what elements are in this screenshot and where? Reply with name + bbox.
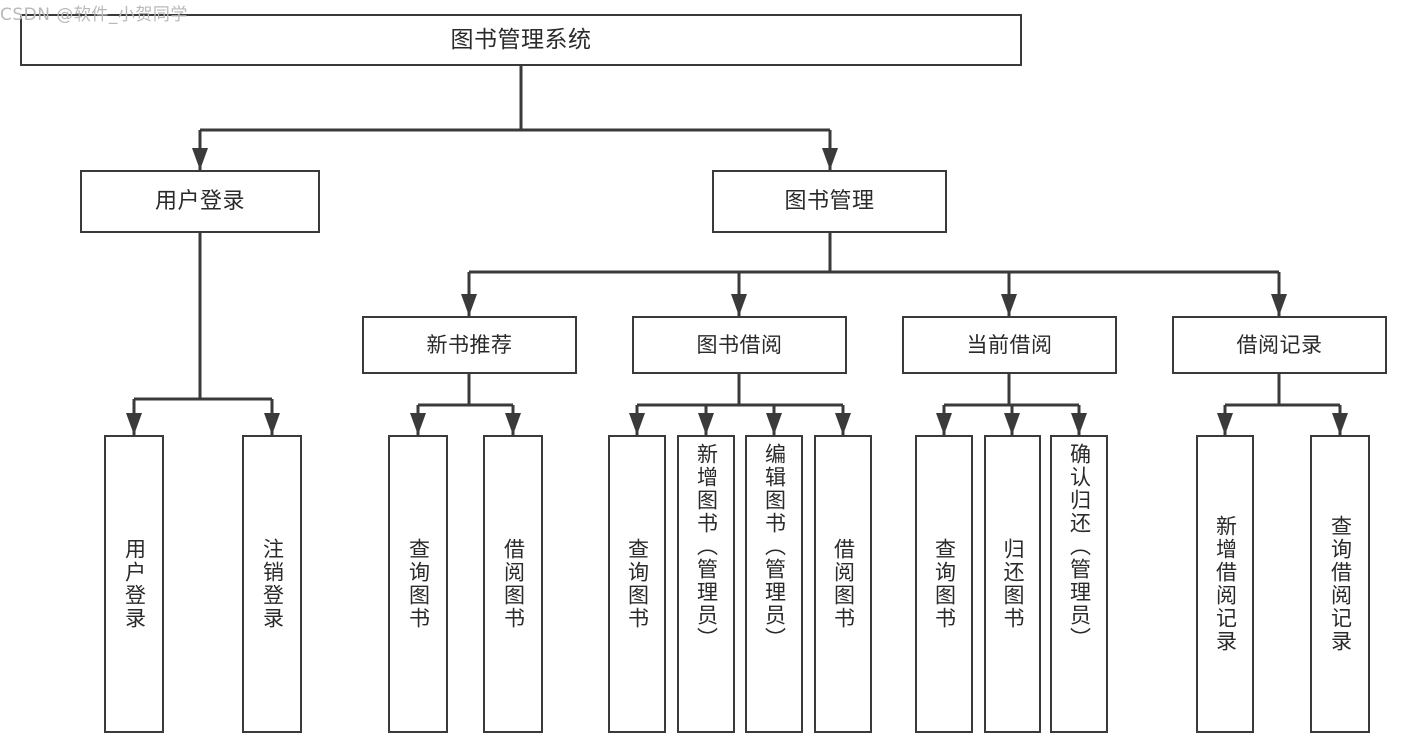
node-leaf-query-book-1[interactable]: 查询图书 <box>388 435 448 733</box>
node-label: 当前借阅 <box>966 332 1053 357</box>
node-label: 图书管理 <box>784 188 875 214</box>
node-label: 查询借阅记录 <box>1328 515 1353 653</box>
node-leaf-user-login[interactable]: 用户登录 <box>104 435 164 733</box>
node-label: 借阅图书 <box>831 538 856 630</box>
node-user-login[interactable]: 用户登录 <box>80 170 320 233</box>
node-book-borrow[interactable]: 图书借阅 <box>632 316 847 374</box>
node-leaf-edit-book-admin[interactable]: 编辑图书（管理员） <box>745 435 803 733</box>
arrow-head-book-manage-to-level2-0 <box>461 294 477 316</box>
node-leaf-user-logout[interactable]: 注销登录 <box>242 435 302 733</box>
node-leaf-borrow-book-2[interactable]: 借阅图书 <box>814 435 872 733</box>
node-label: 新增图书（管理员） <box>694 443 719 650</box>
node-label: 用户登录 <box>154 188 245 214</box>
node-label: 查询图书 <box>625 538 650 630</box>
node-book-manage[interactable]: 图书管理 <box>712 170 947 233</box>
node-root[interactable]: 图书管理系统 <box>20 14 1022 66</box>
arrow-head-borrow-to-leaves-0 <box>629 413 645 435</box>
arrow-head-book-manage-to-level2-2 <box>1001 294 1017 316</box>
arrow-head-borrow-to-leaves-1 <box>698 413 714 435</box>
node-label: 借阅图书 <box>501 538 526 630</box>
node-leaf-query-book-2[interactable]: 查询图书 <box>608 435 666 733</box>
node-leaf-borrow-book-1[interactable]: 借阅图书 <box>483 435 543 733</box>
arrow-head-borrow-to-leaves-2 <box>766 413 782 435</box>
arrow-head-book-manage-to-level2-1 <box>731 294 747 316</box>
node-label: 借阅记录 <box>1236 332 1323 357</box>
node-leaf-query-borrow-record[interactable]: 查询借阅记录 <box>1310 435 1370 733</box>
arrow-head-current-to-leaves-2 <box>1071 413 1087 435</box>
node-label: 图书借阅 <box>696 332 783 357</box>
arrow-head-recommend-to-leaves-1 <box>505 413 521 435</box>
node-label: 编辑图书（管理员） <box>762 443 787 650</box>
node-leaf-add-book-admin[interactable]: 新增图书（管理员） <box>677 435 735 733</box>
arrow-head-recommend-to-leaves-0 <box>410 413 426 435</box>
node-leaf-return-book[interactable]: 归还图书 <box>984 435 1041 733</box>
arrow-head-book-manage-to-level2-3 <box>1271 294 1287 316</box>
node-leaf-confirm-return-admin[interactable]: 确认归还（管理员） <box>1050 435 1108 733</box>
node-label: 查询图书 <box>406 538 431 630</box>
arrow-head-user-login-to-leaves-1 <box>264 413 280 435</box>
arrow-head-user-login-to-leaves-0 <box>126 413 142 435</box>
node-label: 注销登录 <box>260 538 285 630</box>
node-borrow-record[interactable]: 借阅记录 <box>1172 316 1387 374</box>
arrow-head-current-to-leaves-1 <box>1004 413 1020 435</box>
arrow-head-root-to-level1-1 <box>822 148 838 170</box>
node-label: 确认归还（管理员） <box>1067 443 1092 650</box>
node-label: 新书推荐 <box>426 332 513 357</box>
node-label: 用户登录 <box>122 538 147 630</box>
arrow-head-root-to-level1-0 <box>192 148 208 170</box>
arrow-head-record-to-leaves-1 <box>1332 413 1348 435</box>
node-current-borrow[interactable]: 当前借阅 <box>902 316 1117 374</box>
node-label: 归还图书 <box>1001 538 1025 630</box>
arrow-head-record-to-leaves-0 <box>1217 413 1233 435</box>
node-leaf-query-book-3[interactable]: 查询图书 <box>915 435 973 733</box>
node-label: 图书管理系统 <box>450 26 592 53</box>
arrow-head-borrow-to-leaves-3 <box>835 413 851 435</box>
node-label: 查询图书 <box>932 538 957 630</box>
node-leaf-add-borrow-record[interactable]: 新增借阅记录 <box>1196 435 1254 733</box>
arrow-head-current-to-leaves-0 <box>936 413 952 435</box>
csdn-watermark: CSDN @软件_小贺同学 <box>0 5 188 25</box>
node-label: 新增借阅记录 <box>1213 515 1238 653</box>
node-new-book-recommend[interactable]: 新书推荐 <box>362 316 577 374</box>
